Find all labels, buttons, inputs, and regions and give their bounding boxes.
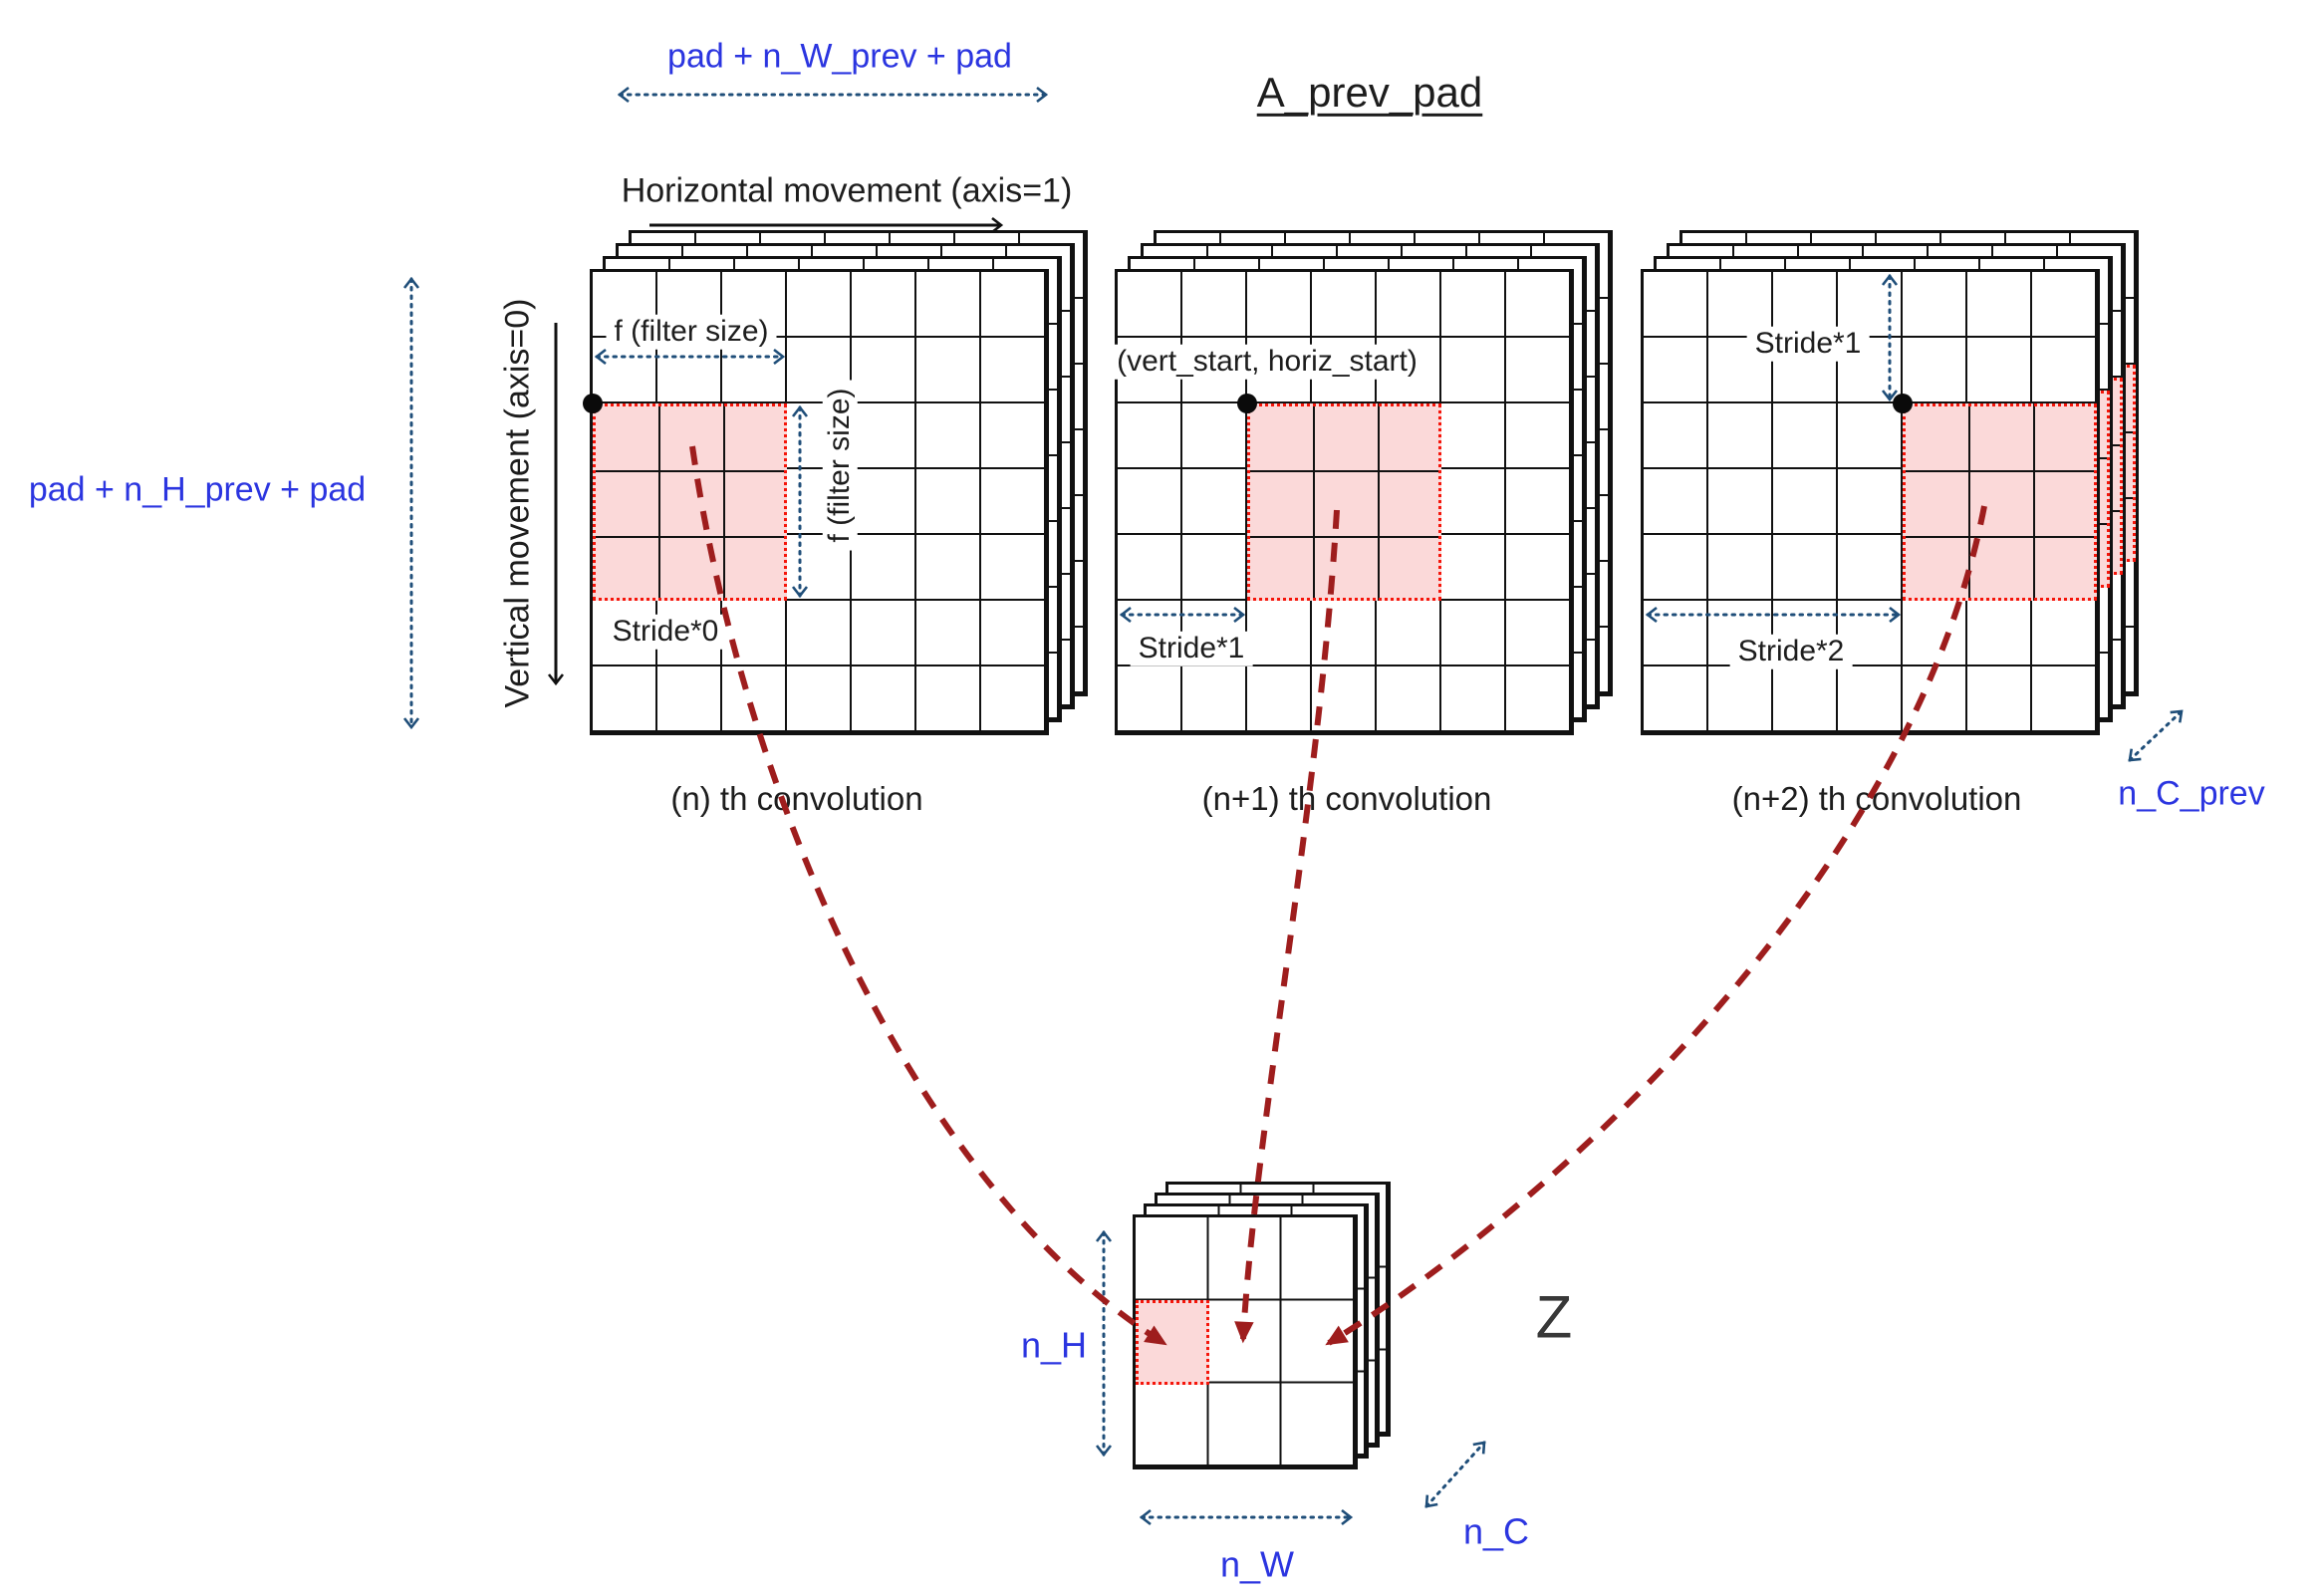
output-channel-layer [1133, 1214, 1358, 1469]
output-channels-arrow [1424, 1441, 1486, 1508]
channels-prev-arrow [2128, 709, 2184, 762]
pad-height-label: pad + n_H_prev + pad [28, 470, 367, 509]
filter-width-label: f (filter size) [606, 314, 777, 350]
filter-window [1903, 403, 2097, 601]
output-channels-label: n_C [1462, 1510, 1530, 1552]
output-width-label: n_W [1219, 1543, 1295, 1585]
output-z-label: Z [1535, 1283, 1573, 1351]
filter-height-label: f (filter size) [822, 380, 858, 551]
output-height-label: n_H [1020, 1324, 1088, 1366]
caption-n2: (n+2) th convolution [1731, 780, 2022, 818]
vertical-stride-label: Stride*1 [1746, 326, 1870, 362]
caption-n1: (n+1) th convolution [1201, 780, 1492, 818]
output-cell-highlight [1136, 1300, 1209, 1385]
channels-prev-label: n_C_prev [2118, 774, 2265, 813]
horizontal-movement-label: Horizontal movement (axis=1) [621, 171, 1073, 210]
start-coords-label: (vert_start, horiz_start) [1109, 344, 1425, 380]
stride1-label: Stride*1 [1130, 631, 1253, 666]
pad-width-label: pad + n_W_prev + pad [667, 37, 1012, 76]
diagram-title: A_prev_pad [1256, 68, 1483, 116]
caption-n: (n) th convolution [670, 780, 923, 818]
channel-layer [1641, 269, 2100, 735]
stride0-label: Stride*0 [604, 614, 727, 650]
filter-window [1247, 403, 1441, 601]
stride2-label: Stride*2 [1729, 634, 1853, 669]
vertical-movement-label: Vertical movement (axis=0) [498, 298, 537, 708]
filter-window [593, 403, 787, 601]
